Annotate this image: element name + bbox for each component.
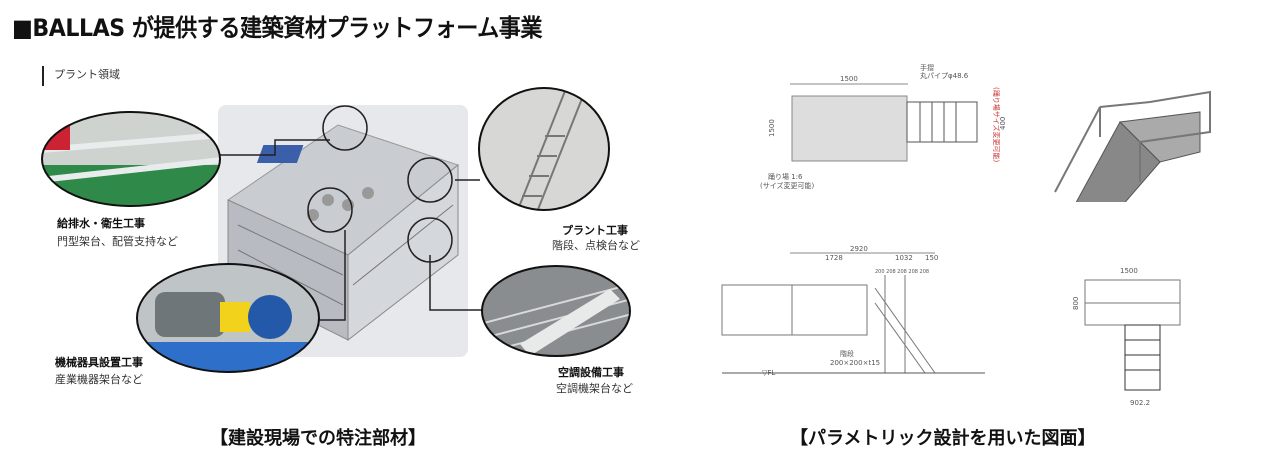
svg-text:1728: 1728 <box>825 254 843 262</box>
page-title: ■BALLAS が提供する建築資材プラットフォーム事業 <box>12 14 543 42</box>
dim-plan-width: 1500 <box>840 75 858 83</box>
pump-photo <box>136 263 320 373</box>
plumbing-support-photo <box>41 111 221 207</box>
svg-text:2920: 2920 <box>850 245 868 253</box>
svg-text:1032: 1032 <box>895 254 913 262</box>
handrail-label: 手摺 <box>920 63 934 72</box>
grating-photo <box>481 265 631 357</box>
stair-side-drawing: 1500 800 902.2 <box>1072 267 1181 407</box>
svg-text:(踊り場サイズ変更可能): (踊り場サイズ変更可能) <box>992 87 1001 163</box>
callout-title-hvac: 空調設備工事 <box>558 366 624 379</box>
callout-desc-hvac: 空調機架台など <box>556 382 633 395</box>
right-caption: 【パラメトリック設計を用いた図面】 <box>790 428 1096 449</box>
svg-text:902.2: 902.2 <box>1130 399 1150 407</box>
stair-isometric-drawing <box>1054 90 1211 202</box>
stair-photo <box>478 87 610 211</box>
callout-title-plant: プラント工事 <box>562 224 628 237</box>
landing-note: (サイズ変更可能) <box>760 181 815 190</box>
svg-text:200×200×t15: 200×200×t15 <box>830 359 880 367</box>
left-caption: 【建設現場での特注部材】 <box>210 428 426 449</box>
svg-text:800: 800 <box>1072 297 1080 310</box>
svg-text:150: 150 <box>925 254 938 262</box>
callout-title-plumbing: 給排水・衛生工事 <box>57 217 145 230</box>
landing-label: 踊り場 1:6 <box>768 172 803 181</box>
callout-desc-machinery: 産業機器架台など <box>55 373 143 386</box>
region-label: プラント領域 <box>42 66 120 86</box>
callout-desc-plant: 階段、点検台など <box>552 239 640 252</box>
svg-text:階段: 階段 <box>840 349 854 358</box>
svg-text:1500: 1500 <box>1120 267 1138 275</box>
svg-text:200 208 208 208 208: 200 208 208 208 208 <box>875 269 929 275</box>
stair-plan-drawing: 1500 1500 400 手摺 丸パイプφ48.6 踊り場 1:6 (サイズ変… <box>760 63 1007 190</box>
stair-elevation-drawing: 2920 1728 1032 150 200 208 208 208 208 階… <box>721 245 985 377</box>
callout-desc-plumbing: 門型架台、配管支持など <box>57 235 178 248</box>
red-note: (踊り場サイズ変更可能) <box>992 87 1001 163</box>
svg-text:▽FL: ▽FL <box>762 369 775 377</box>
callout-title-machinery: 機械器具設置工事 <box>55 356 143 369</box>
callout-connectors <box>210 105 490 321</box>
dim-plan-depth: 1500 <box>768 119 776 137</box>
handrail-spec: 丸パイプφ48.6 <box>920 71 969 80</box>
dim-stair-width: 400 <box>999 117 1007 130</box>
